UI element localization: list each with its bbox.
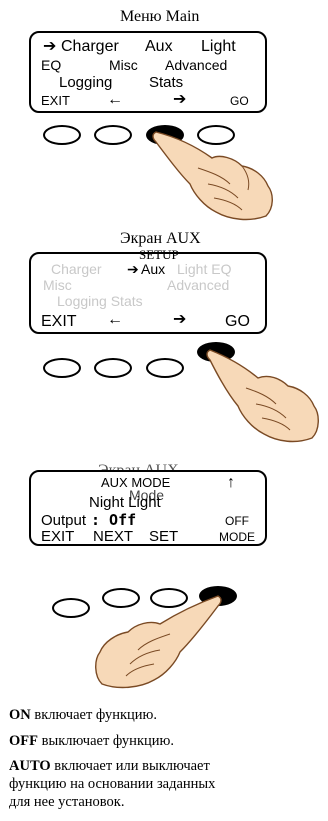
softkey-next: NEXT <box>93 529 133 544</box>
softkey-go: GO <box>225 314 250 330</box>
softkey-right-icon: ➔ <box>173 92 186 108</box>
menu-item-logging[interactable]: Logging <box>59 75 112 90</box>
up-arrow-icon: ↑ <box>227 475 235 491</box>
note-auto-key: AUTO <box>9 758 51 774</box>
off-state-label: OFF <box>225 515 249 527</box>
menu-item-charger: Charger <box>51 262 102 276</box>
menu-item-light[interactable]: Light <box>201 39 236 55</box>
hard-button-2[interactable] <box>94 125 132 145</box>
output-value: : Off <box>91 513 136 528</box>
hard-button-2[interactable] <box>94 358 132 378</box>
setup-caption: SETUP <box>139 247 179 263</box>
aux-screen-caption: Экран AUX <box>120 230 201 248</box>
note-off-text: выключает функцию. <box>38 733 174 749</box>
hard-button-3[interactable] <box>146 358 184 378</box>
menu-item-stats[interactable]: Stats <box>149 75 183 90</box>
menu-item-advanced[interactable]: Advanced <box>165 58 227 72</box>
pointing-hand-icon <box>84 592 224 690</box>
softkey-right-icon: ➔ <box>173 312 186 328</box>
menu-item-eq[interactable]: EQ <box>41 58 61 72</box>
softkey-mode: MODE <box>219 531 255 543</box>
note-off-key: OFF <box>9 733 38 749</box>
night-light-label: Night Light <box>89 495 161 510</box>
hard-button-1[interactable] <box>43 125 81 145</box>
softkey-exit: EXIT <box>41 314 77 330</box>
note-auto: AUTO включает или выключает <box>9 756 210 776</box>
menu-item-misc: Misc <box>43 278 72 292</box>
note-on-text: включает функцию. <box>31 707 157 723</box>
menu-item-aux[interactable]: Aux <box>141 262 165 276</box>
note-on: ON включает функцию. <box>9 705 157 725</box>
main-menu-caption: Меню Main <box>120 8 199 26</box>
lcd-aux-mode: AUX MODE ↑ Mode Night Light Output : Off… <box>29 470 267 546</box>
selection-arrow-icon: ➔ <box>127 262 139 276</box>
note-auto-line-3: для нее установок. <box>9 792 124 812</box>
menu-item-charger[interactable]: Charger <box>61 39 119 55</box>
softkey-exit: EXIT <box>41 529 74 544</box>
output-label: Output <box>41 513 86 528</box>
note-off: OFF выключает функцию. <box>9 731 174 751</box>
menu-item-advanced: Advanced <box>167 278 229 292</box>
menu-item-light-eq: Light EQ <box>177 262 231 276</box>
note-auto-text-1: включает или выключает <box>51 758 210 774</box>
lcd-aux-screen: Charger ➔ Aux Light EQ Misc Advanced Log… <box>29 252 267 334</box>
note-on-key: ON <box>9 707 31 723</box>
pointing-hand-icon <box>150 128 280 223</box>
note-auto-line-2: функцию на основании заданных <box>9 774 215 794</box>
lcd-main-menu: ➔ Charger Aux Light EQ Misc Advanced Log… <box>29 31 267 113</box>
selection-arrow-icon: ➔ <box>43 39 56 55</box>
softkey-exit: EXIT <box>41 94 70 107</box>
softkey-left-icon: ← <box>107 92 123 108</box>
pointing-hand-icon <box>206 346 326 446</box>
menu-item-misc[interactable]: Misc <box>109 58 138 72</box>
softkey-go: GO <box>230 95 249 107</box>
menu-item-aux[interactable]: Aux <box>145 39 173 55</box>
hard-button-1[interactable] <box>43 358 81 378</box>
menu-item-logging-stats: Logging Stats <box>57 294 143 308</box>
softkey-left-icon: ← <box>107 312 123 328</box>
softkey-set: SET <box>149 529 178 544</box>
